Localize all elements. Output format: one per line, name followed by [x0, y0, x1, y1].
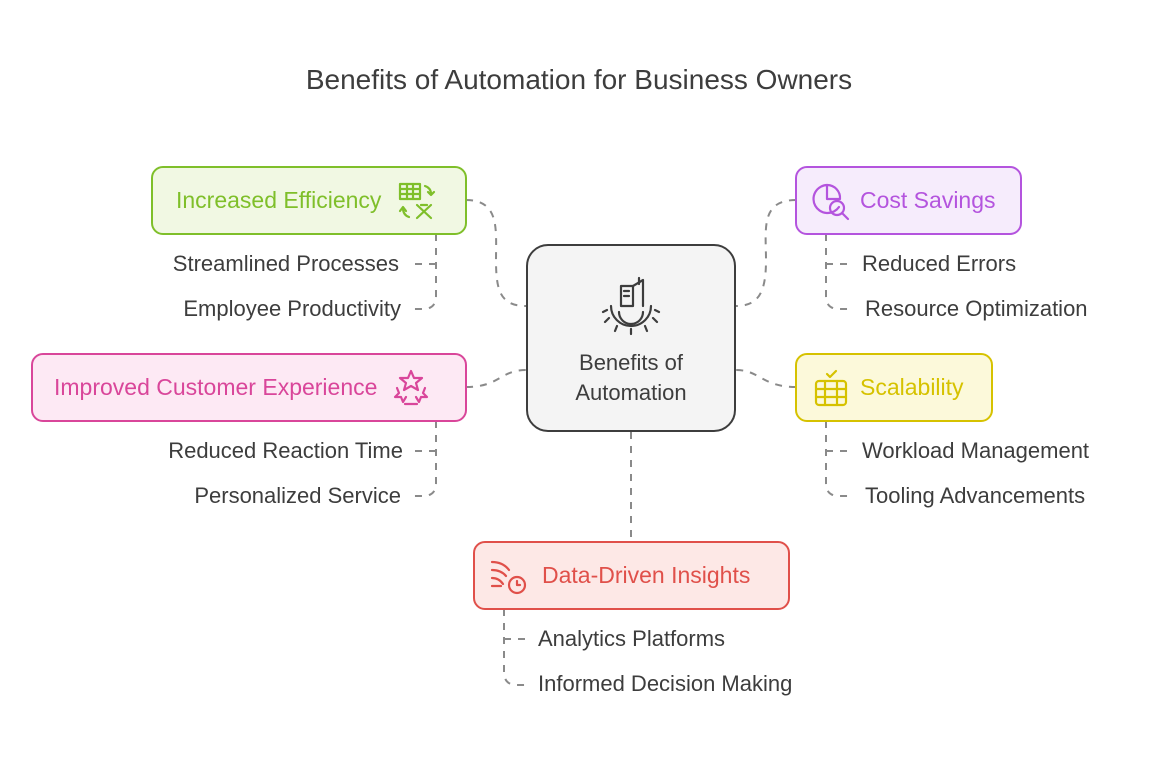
node-improved-customer-experience: Improved Customer Experience — [31, 353, 467, 422]
list-item: Reduced Errors — [862, 251, 1017, 276]
diagram-title: Benefits of Automation for Business Owne… — [305, 64, 853, 95]
list-item: Personalized Service — [194, 483, 401, 508]
list-item: Reduced Reaction Time — [168, 438, 403, 463]
node-label: Cost Savings — [860, 187, 996, 213]
node-increased-efficiency: Increased Efficiency — [151, 166, 467, 235]
node-label: Improved Customer Experience — [54, 374, 378, 400]
list-item: Analytics Platforms — [538, 626, 726, 651]
list-item: Workload Management — [862, 438, 1090, 463]
wind-clock-icon — [489, 556, 529, 596]
gear-factory-icon — [528, 276, 734, 342]
list-item: Employee Productivity — [183, 296, 401, 321]
node-scalability: Scalability — [795, 353, 993, 422]
node-cost-savings: Cost Savings — [795, 166, 1022, 235]
node-label: Increased Efficiency — [176, 187, 382, 213]
pie-search-icon — [811, 181, 851, 221]
stars-badge-icon — [391, 368, 431, 408]
list-item: Streamlined Processes — [172, 251, 399, 276]
center-node: Benefits of Automation — [526, 244, 736, 432]
center-label-line1: Benefits of — [579, 350, 683, 375]
list-item: Informed Decision Making — [538, 671, 793, 696]
node-data-driven-insights: Data-Driven Insights — [473, 541, 790, 610]
node-label: Scalability — [860, 374, 964, 400]
center-label-line2: Automation — [575, 380, 687, 405]
server-stack-icon — [811, 368, 851, 408]
list-item: Tooling Advancements — [865, 483, 1086, 508]
spreadsheet-convert-icon — [397, 181, 437, 221]
list-item: Resource Optimization — [865, 296, 1088, 321]
node-label: Data-Driven Insights — [542, 562, 751, 588]
